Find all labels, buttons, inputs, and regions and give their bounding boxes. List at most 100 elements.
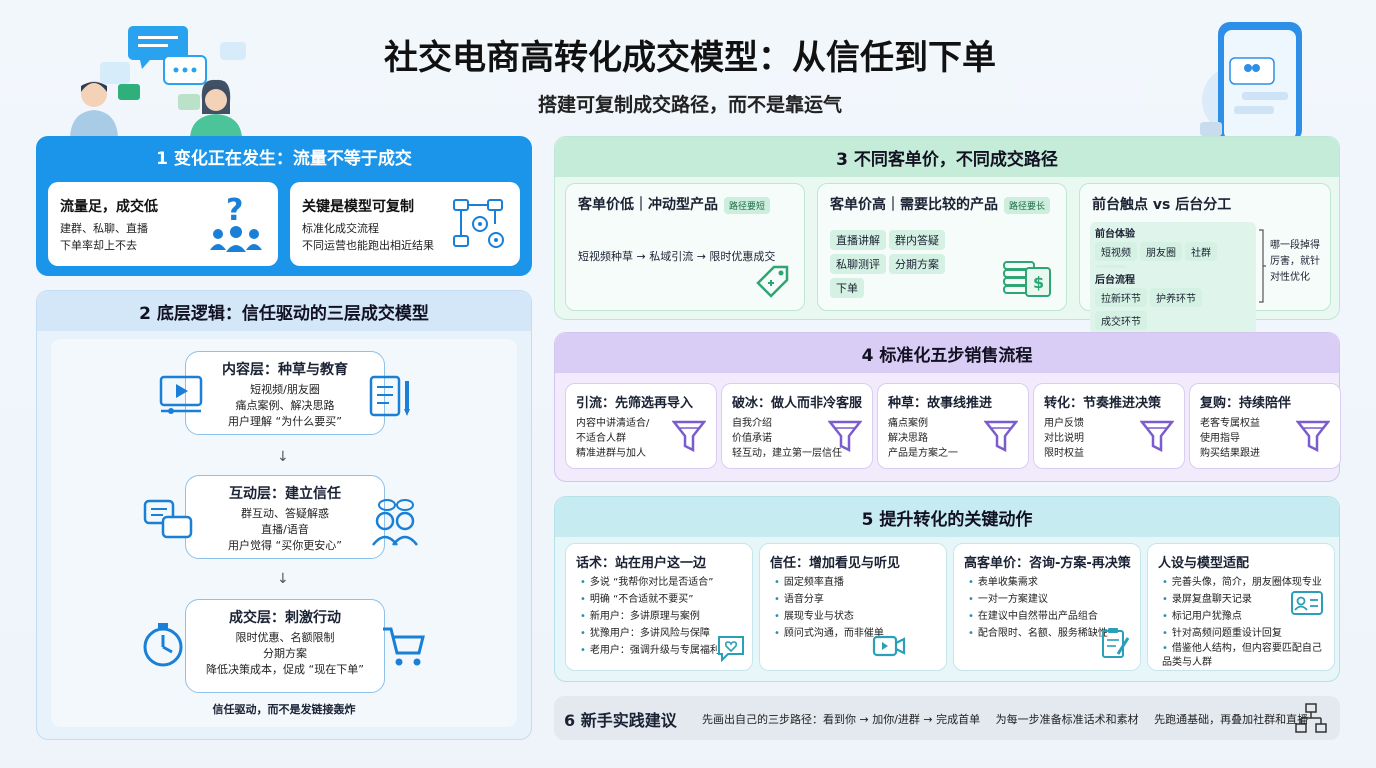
down-arrow: ↓ — [277, 449, 289, 465]
page-title: 社交电商高转化成交模型：从信任到下单 — [384, 38, 996, 78]
action-item: 借鉴他人结构，但内容要匹配自己品类与人群 — [1162, 642, 1328, 670]
action-card-high-price: 高客单价：咨询-方案-再决策 表单收集需求 一对一方案建议 在建议中自然带出产品… — [953, 543, 1141, 671]
card-front-back-split: 前台触点 vs 后台分工 前台体验 短视频朋友圈社群直播 后台流程 拉新环节护养… — [1079, 183, 1331, 335]
heart-chat-icon — [718, 636, 744, 662]
step-card: 复购：持续陪伴 老客专属权益使用指导购买结果跟进 — [1189, 383, 1341, 469]
step-line: 购买结果跟进 — [1200, 448, 1260, 459]
step-card: 破冰：做人而非冷客服 自我介绍价值承诺轻互动，建立第一层信任 — [721, 383, 873, 469]
group-label: 后台流程 — [1095, 275, 1135, 286]
card-heading: 客单价高｜需要比较的产品 — [830, 197, 998, 213]
touchpoint-chip: 短视频 — [1095, 242, 1137, 261]
model-footer-note: 信任驱动，而不是发链接轰炸 — [212, 703, 356, 716]
advice-item: 先跑通基础，再叠加社群和直播 — [1154, 713, 1309, 726]
step-heading: 转化：节奏推进决策 — [1044, 396, 1162, 411]
action-item: 语音分享 — [774, 591, 884, 608]
touchpoint-chip: 朋友圈 — [1140, 242, 1182, 261]
people-talking-icon — [372, 499, 418, 546]
step-line: 价值承诺 — [732, 433, 772, 444]
section-beginner-advice: 6 新手实践建议 先画出自己的三步路径：看到你 → 加你/进群 → 完成首单 为… — [554, 696, 1340, 740]
section-5-title: 5 提升转化的关键动作 — [555, 497, 1339, 537]
action-heading: 人设与模型适配 — [1158, 556, 1250, 571]
action-heading: 高客单价：咨询-方案-再决策 — [964, 556, 1131, 571]
card-traffic-low-conversion: 流量足，成交低 建群、私聊、直播 下单率却上不去 ? — [48, 182, 278, 266]
step-line: 解决思路 — [888, 433, 928, 444]
action-item: 表单收集需求 — [968, 574, 1108, 591]
workflow-gears-icon — [453, 199, 504, 248]
card-high-price-path: 客单价高｜需要比较的产品路径要长 直播讲解群内答疑 私聊测评分期方案 下单 $ — [817, 183, 1067, 311]
step-card: 转化：节奏推进决策 用户反馈对比说明限时权益 — [1033, 383, 1185, 469]
path-tag: 路径要短 — [724, 196, 771, 214]
clipboard-pen-icon — [1102, 628, 1130, 658]
layer-heading: 成交层：刺激行动 — [229, 610, 341, 626]
funnel-icon — [1296, 420, 1330, 453]
action-item: 明确 “不合适就不要买” — [580, 591, 720, 608]
step-line: 对比说明 — [1044, 433, 1084, 444]
action-heading: 信任：增加看见与听见 — [770, 556, 901, 571]
advice-item: 为每一步准备标准话术和素材 — [995, 713, 1139, 726]
back-processes: 后台流程 拉新环节护养环节成交环节 — [1090, 268, 1256, 335]
action-item: 多说 “我帮你对比是否适合” — [580, 574, 720, 591]
process-chip: 拉新环节 — [1095, 288, 1147, 307]
money-stack-icon: $ — [1003, 261, 1051, 297]
path-chip: 分期方案 — [889, 254, 945, 274]
path-chip: 群内答疑 — [889, 230, 945, 250]
step-line: 内容中讲清适合/ — [576, 418, 650, 429]
down-arrow: ↓ — [277, 571, 289, 587]
touchpoint-chip: 社群 — [1185, 242, 1217, 261]
step-heading: 引流：先筛选再导入 — [576, 396, 694, 411]
step-line: 轻互动，建立第一层信任 — [732, 448, 842, 459]
action-item: 展现专业与状态 — [774, 608, 884, 625]
card-low-price-path: 客单价低｜冲动型产品路径要短 短视频种草 → 私域引流 → 限时优惠成交 — [565, 183, 805, 311]
step-line: 用户反馈 — [1044, 418, 1084, 429]
section-traffic-not-conversion: 1 变化正在发生：流量不等于成交 流量足，成交低 建群、私聊、直播 下单率却上不… — [36, 136, 532, 276]
action-item: 新用户：多讲原理与案例 — [580, 608, 720, 625]
people-chat-illustration — [70, 26, 246, 140]
card-heading: 客单价低｜冲动型产品 — [578, 197, 718, 213]
step-line: 自我介绍 — [732, 418, 772, 429]
layer-line: 限时优惠、名额限制 — [235, 631, 335, 644]
document-pen-icon — [369, 375, 410, 417]
svg-text:?: ? — [226, 194, 243, 228]
action-item: 固定频率直播 — [774, 574, 884, 591]
section-1-title: 1 变化正在发生：流量不等于成交 — [156, 148, 412, 169]
group-label: 前台体验 — [1095, 229, 1135, 240]
layer-line: 短视频/朋友圈 — [250, 383, 320, 396]
card-replicable-model: 关键是模型可复制 标准化成交流程 不同运营也能跑出相近结果 — [290, 182, 520, 266]
advice-item: 先画出自己的三步路径：看到你 → 加你/进群 → 完成首单 — [702, 713, 981, 726]
layer-heading: 互动层：建立信任 — [229, 486, 341, 502]
layer-heading: 内容层：种草与教育 — [222, 362, 348, 378]
section-trust-model: 2 底层逻辑：信任驱动的三层成交模型 内容层：种草与教育 短视频/朋友圈 痛点案… — [36, 290, 532, 740]
svg-text:$: $ — [1033, 273, 1044, 292]
section-4-title: 4 标准化五步销售流程 — [555, 333, 1339, 373]
step-line: 产品是方案之一 — [888, 448, 958, 459]
card-heading: 前台触点 vs 后台分工 — [1092, 197, 1232, 213]
action-item: 完善头像，简介，朋友圈体现专业 — [1162, 574, 1328, 591]
card-line: 标准化成交流程 — [302, 222, 379, 235]
card-line: 不同运营也能跑出相近结果 — [302, 239, 434, 252]
shopping-cart-icon — [383, 627, 425, 666]
action-item: 配合限时、名额、服务稀缺性 — [968, 625, 1108, 642]
action-item: 标记用户犹豫点 — [1162, 608, 1328, 625]
action-item: 犹豫用户：多讲风险与保障 — [580, 625, 720, 642]
action-item: 录屏复盘聊天记录 — [1162, 591, 1328, 608]
action-card-trust: 信任：增加看见与听见 固定频率直播 语音分享 展现专业与状态 顾问式沟通，而非催… — [759, 543, 947, 671]
card-line: 下单率却上不去 — [60, 239, 137, 252]
price-tag-icon — [756, 265, 789, 298]
layer-conversion: 成交层：刺激行动 限时优惠、名额限制 分期方案 降低决策成本，促成 “现在下单” — [185, 599, 385, 693]
layer-line: 用户理解 “为什么要买” — [228, 415, 342, 428]
flowchart-icon — [1295, 703, 1327, 733]
step-line: 不适合人群 — [576, 433, 626, 444]
video-camera-icon — [872, 635, 906, 657]
layer-line: 降低决策成本，促成 “现在下单” — [206, 663, 364, 676]
step-line: 老客专属权益 — [1200, 418, 1260, 429]
action-card-script: 话术：站在用户这一边 多说 “我帮你对比是否适合” 明确 “不合适就不要买” 新… — [565, 543, 753, 671]
section-key-actions: 5 提升转化的关键动作 话术：站在用户这一边 多说 “我帮你对比是否适合” 明确… — [554, 496, 1340, 682]
action-card-persona: 人设与模型适配 完善头像，简介，朋友圈体现专业 录屏复盘聊天记录 标记用户犹豫点… — [1147, 543, 1335, 671]
page-subtitle: 搭建可复制成交路径，而不是靠运气 — [537, 94, 842, 116]
funnel-icon — [984, 420, 1018, 453]
layer-line: 分期方案 — [263, 647, 307, 660]
step-line: 限时权益 — [1044, 448, 1084, 459]
path-chip: 直播讲解 — [830, 230, 886, 250]
process-chip: 护养环节 — [1150, 288, 1202, 307]
step-card: 引流：先筛选再导入 内容中讲清适合/不适合人群精准进群与加人 — [565, 383, 717, 469]
